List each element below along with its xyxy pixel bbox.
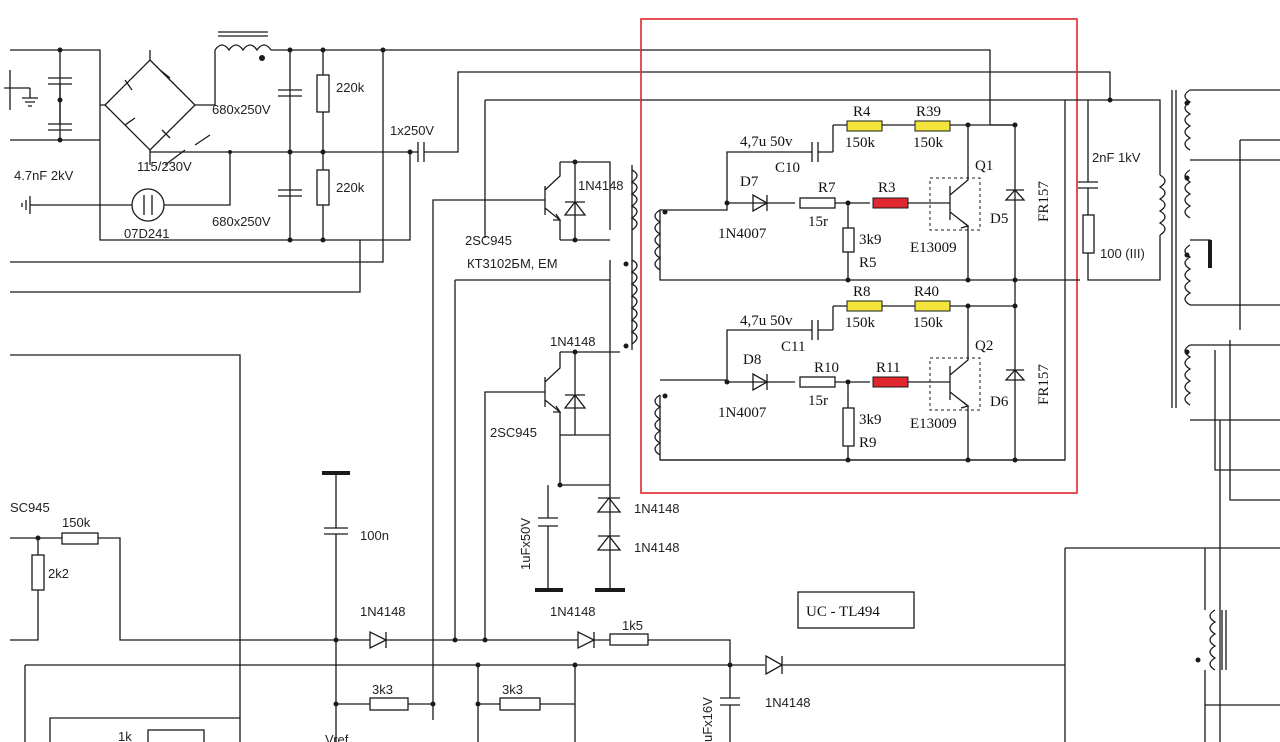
mains-input-section bbox=[4, 31, 1111, 461]
control-section bbox=[10, 354, 1065, 742]
label-q2-val: E13009 bbox=[910, 416, 957, 432]
label-r10-val: 15r bbox=[808, 393, 828, 409]
output-section bbox=[1064, 89, 1280, 742]
label-d8-name: D8 bbox=[743, 352, 761, 368]
label-r8-name: R8 bbox=[853, 284, 871, 300]
label-c-series: 1x250V bbox=[390, 123, 434, 138]
label-drv-transistor-top: 2SC945 bbox=[465, 233, 512, 248]
label-r3-name: R3 bbox=[878, 180, 896, 196]
label-r10-name: R10 bbox=[814, 360, 839, 376]
label-cap-16v: uFx16V bbox=[700, 697, 715, 742]
label-q1-val: E13009 bbox=[910, 240, 957, 256]
label-d6-val: FR157 bbox=[1036, 364, 1052, 405]
highlight-box bbox=[640, 18, 1078, 494]
labels-layer: 4.7nF 2kV 680x250V 680x250V 220k 220k 11… bbox=[10, 80, 1145, 742]
label-diode-low-3: 1N4148 bbox=[765, 695, 811, 710]
label-r5-val: 3k9 bbox=[859, 232, 882, 248]
label-r3k3-a: 3k3 bbox=[372, 682, 393, 697]
driver-section bbox=[432, 159, 638, 720]
label-c-filter-top: 680x250V bbox=[212, 102, 271, 117]
half-bridge-section bbox=[640, 18, 1080, 494]
label-c11-val: 4,7u 50v bbox=[740, 313, 793, 329]
label-c100n: 100n bbox=[360, 528, 389, 543]
label-r-bleed-top: 220k bbox=[336, 80, 365, 95]
label-d7-name: D7 bbox=[740, 174, 759, 190]
label-cap-1uf: 1uFx50V bbox=[518, 518, 533, 570]
label-r150k-left: 150k bbox=[62, 515, 91, 530]
label-r39-name: R39 bbox=[916, 104, 941, 120]
label-r9-name: R9 bbox=[859, 435, 877, 451]
label-uc-box: UC - TL494 bbox=[806, 604, 880, 620]
label-d8-val: 1N4007 bbox=[718, 405, 767, 421]
label-d5-name: D5 bbox=[990, 211, 1008, 227]
label-c-mains: 4.7nF 2kV bbox=[14, 168, 74, 183]
label-r11-name: R11 bbox=[876, 360, 900, 376]
label-c-filter-bottom: 680x250V bbox=[212, 214, 271, 229]
resistor-r11 bbox=[872, 376, 909, 388]
label-r3k3-b: 3k3 bbox=[502, 682, 523, 697]
label-r4-val: 150k bbox=[845, 135, 876, 151]
resistor-r3 bbox=[872, 197, 909, 209]
label-r2k2: 2k2 bbox=[48, 566, 69, 581]
label-r9-val: 3k9 bbox=[859, 412, 882, 428]
label-diode-low-2: 1N4148 bbox=[550, 604, 596, 619]
label-vref: Vref bbox=[325, 732, 349, 742]
label-r4-name: R4 bbox=[853, 104, 871, 120]
label-drv-diode-bottom: 1N4148 bbox=[550, 334, 596, 349]
resistor-r4 bbox=[846, 120, 883, 132]
label-diode-low-1: 1N4148 bbox=[360, 604, 406, 619]
label-r7-name: R7 bbox=[818, 180, 836, 196]
label-r1k5: 1k5 bbox=[622, 618, 643, 633]
label-r1k: 1k bbox=[118, 729, 132, 742]
label-drv-transistor-bottom: 2SC945 bbox=[490, 425, 537, 440]
resistor-r8 bbox=[846, 300, 883, 312]
label-diode-stack-2: 1N4148 bbox=[634, 540, 680, 555]
label-r5-name: R5 bbox=[859, 255, 877, 271]
uc-tl494-box bbox=[797, 591, 915, 629]
label-r100: 100 (III) bbox=[1100, 246, 1145, 261]
resistor-r40 bbox=[914, 300, 951, 312]
label-q1-name: Q1 bbox=[975, 158, 993, 174]
label-r7-val: 15r bbox=[808, 214, 828, 230]
label-varistor: 07D241 bbox=[124, 226, 170, 241]
label-d7-val: 1N4007 bbox=[718, 226, 767, 242]
label-c11-name: C11 bbox=[781, 339, 805, 355]
label-sc945-left: SC945 bbox=[10, 500, 50, 515]
label-c10-name: C10 bbox=[775, 160, 800, 176]
label-r39-val: 150k bbox=[913, 135, 944, 151]
label-c10-val: 4,7u 50v bbox=[740, 134, 793, 150]
label-drv-diode-top: 1N4148 bbox=[578, 178, 624, 193]
label-r8-val: 150k bbox=[845, 315, 876, 331]
label-c-2nf: 2nF 1kV bbox=[1092, 150, 1141, 165]
label-r-bleed-bottom: 220k bbox=[336, 180, 365, 195]
label-q2-name: Q2 bbox=[975, 338, 993, 354]
label-d6-name: D6 bbox=[990, 394, 1009, 410]
label-voltage-switch: 115/230V bbox=[137, 159, 192, 174]
label-r40-name: R40 bbox=[914, 284, 939, 300]
label-r40-val: 150k bbox=[913, 315, 944, 331]
label-drv-transistor-alt: КТ3102БМ, ЕМ bbox=[467, 256, 558, 271]
label-diode-stack-1: 1N4148 bbox=[634, 501, 680, 516]
label-d5-val: FR157 bbox=[1036, 181, 1052, 222]
resistor-r39 bbox=[914, 120, 951, 132]
